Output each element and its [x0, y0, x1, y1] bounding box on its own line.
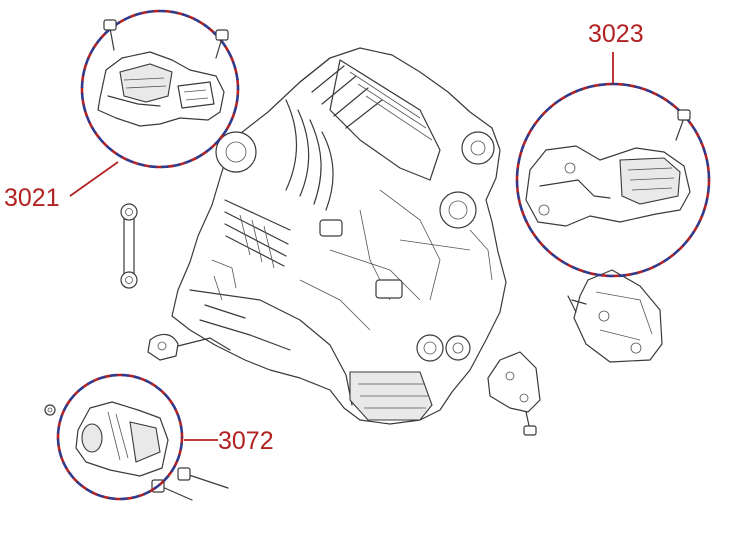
- mount-3023-part: [525, 145, 691, 227]
- mount-3023-bolt: [675, 109, 691, 141]
- mount-3021-bolts: [103, 19, 229, 59]
- mount-3023-group: 3023: [515, 20, 711, 278]
- label-3023: 3023: [588, 20, 644, 48]
- mount-3072-part: [75, 401, 169, 477]
- leader-3021: [69, 161, 119, 197]
- label-3021: 3021: [4, 184, 60, 212]
- lower-right-bracket: [487, 351, 541, 436]
- lower-mount-bolts: [44, 404, 229, 501]
- label-3072: 3072: [218, 427, 274, 455]
- mount-3021-part: [97, 51, 225, 127]
- mount-3072-group: 3072: [56, 373, 274, 501]
- engine-assembly: [147, 47, 507, 425]
- mount-3021-group: 3021: [4, 9, 240, 212]
- torque-rod: [120, 203, 138, 289]
- right-mount-bracket: [567, 269, 663, 363]
